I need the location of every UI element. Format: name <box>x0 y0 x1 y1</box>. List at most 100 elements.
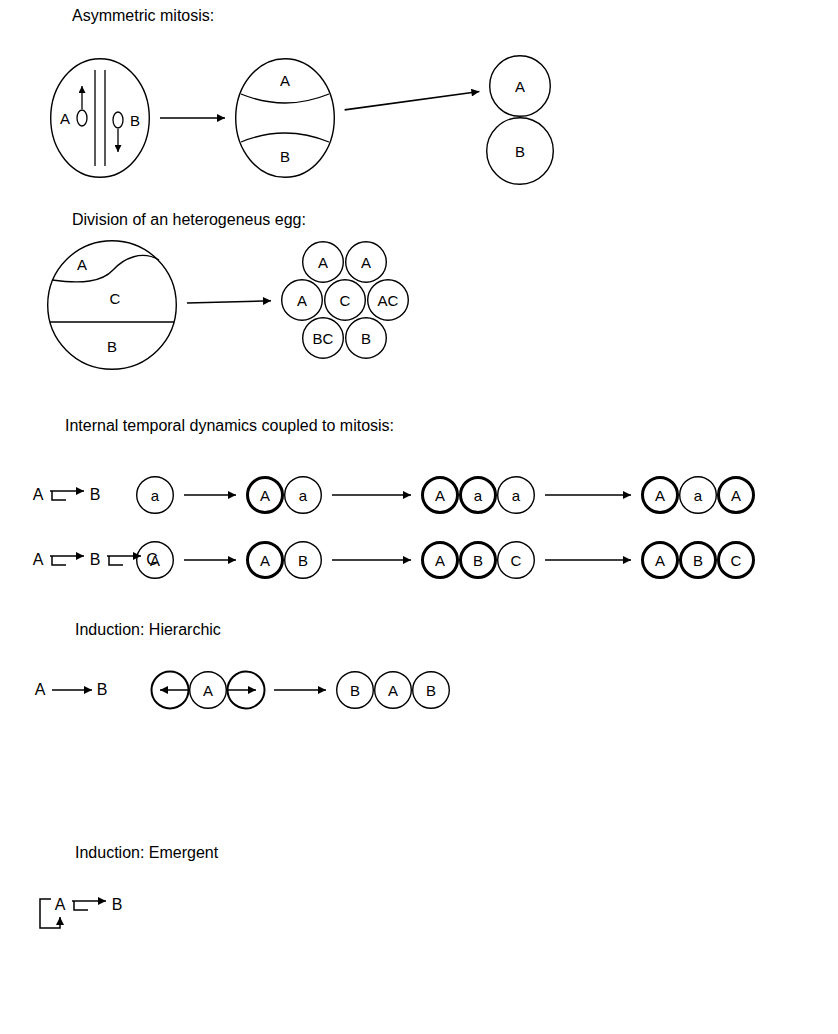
cell-outline <box>719 478 754 513</box>
cell-label: A <box>60 111 70 126</box>
cell-outline <box>137 477 174 514</box>
switch-arrow <box>107 555 141 557</box>
signal-arrow <box>226 689 256 691</box>
cell-outline <box>51 59 150 178</box>
symbol-letter: A <box>55 897 66 913</box>
cell-circle: B <box>345 317 387 359</box>
symbol-letter: B <box>90 487 101 503</box>
cell-circle: A <box>421 476 459 514</box>
cell-label: A <box>260 553 270 568</box>
arrow-connector <box>545 559 631 561</box>
cell-label: C <box>110 291 121 306</box>
cell-circle: A <box>489 55 551 117</box>
cell-circle: A <box>374 671 412 709</box>
cell-outline <box>325 280 366 321</box>
cell-label: a <box>151 488 159 503</box>
cell-label: A <box>515 79 525 94</box>
cell-label: a <box>694 488 702 503</box>
cell-outline <box>285 477 322 514</box>
cell-circle: BC <box>302 317 344 359</box>
cell-circle: A <box>345 241 387 283</box>
cell-outline <box>248 478 283 513</box>
cell-outline <box>190 672 227 709</box>
cell-circle: A <box>189 671 227 709</box>
cell-outline <box>285 542 322 579</box>
cell-label: B <box>130 113 140 128</box>
cell-structure <box>241 94 329 103</box>
signal-arrow <box>160 689 190 691</box>
cell-structure <box>52 255 159 281</box>
arrow-connector <box>184 559 236 561</box>
cell-structure <box>117 129 118 152</box>
cell-outline <box>303 318 344 359</box>
switch-bar <box>109 556 123 565</box>
cell-outline <box>719 543 754 578</box>
cleaving-cell-oval: AB <box>235 58 335 178</box>
switch-arrow <box>50 555 84 557</box>
cell-structure <box>77 110 87 126</box>
cell-label: A <box>361 255 371 270</box>
cell-circle: A <box>641 541 679 579</box>
cell-label: A <box>655 553 665 568</box>
section-heading: Internal temporal dynamics coupled to mi… <box>65 418 394 434</box>
switch-bar <box>74 901 88 910</box>
cell-circle: A <box>246 476 284 514</box>
cell-outline <box>461 478 496 513</box>
dividing-cell-oval: AB <box>50 58 150 178</box>
cell-outline <box>413 672 450 709</box>
cell-label: BC <box>313 331 334 346</box>
cell-label: A <box>318 255 328 270</box>
induction-arrow <box>52 689 92 691</box>
cell-label: a <box>299 488 307 503</box>
cell-label: a <box>512 488 520 503</box>
arrow-connector <box>545 494 631 496</box>
cell-circle: A <box>136 541 174 579</box>
cell-circle: B <box>412 671 450 709</box>
cell-label: A <box>260 488 270 503</box>
cell-circle: B <box>336 671 374 709</box>
cell-label: A <box>280 73 290 88</box>
cell-label: A <box>203 683 213 698</box>
cell-label: B <box>515 144 525 159</box>
step-arrow <box>274 689 326 691</box>
cell-outline <box>346 318 387 359</box>
cell-label: A <box>388 683 398 698</box>
cell-label: C <box>340 293 351 308</box>
cell-circle: A <box>421 541 459 579</box>
cell-outline <box>337 672 374 709</box>
switch-arrow <box>50 490 84 492</box>
cell-circle: B <box>679 541 717 579</box>
cell-label: A <box>150 553 160 568</box>
symbol-letter: A <box>33 552 44 568</box>
arrow-connector <box>332 559 411 561</box>
arrow-connector <box>160 117 225 119</box>
symbol-letter: B <box>90 552 101 568</box>
cell-structure <box>94 70 95 166</box>
section-heading: Induction: Hierarchic <box>75 622 221 638</box>
switch-bar <box>52 556 66 565</box>
arrow-connector <box>332 494 411 496</box>
cell-circle: a <box>136 476 174 514</box>
cell-outline <box>498 542 535 579</box>
symbol-letter: A <box>35 682 46 698</box>
switch-bar <box>52 491 66 500</box>
cell-label: AC <box>378 293 399 308</box>
cell-label: C <box>511 553 522 568</box>
section-heading: Division of an heterogeneus egg: <box>72 212 306 228</box>
cell-circle: a <box>459 476 497 514</box>
cell-label: B <box>280 149 290 164</box>
section-heading: Asymmetric mitosis: <box>72 8 214 24</box>
cell-label: B <box>361 331 371 346</box>
symbol-letter: B <box>112 897 123 913</box>
section-heading: Induction: Emergent <box>75 845 218 861</box>
cell-label: C <box>731 553 742 568</box>
cell-label: a <box>474 488 482 503</box>
cell-label: B <box>107 339 117 354</box>
cell-outline <box>643 543 678 578</box>
cell-outline <box>461 543 496 578</box>
switch-arrow <box>72 900 106 902</box>
cell-label: A <box>297 293 307 308</box>
